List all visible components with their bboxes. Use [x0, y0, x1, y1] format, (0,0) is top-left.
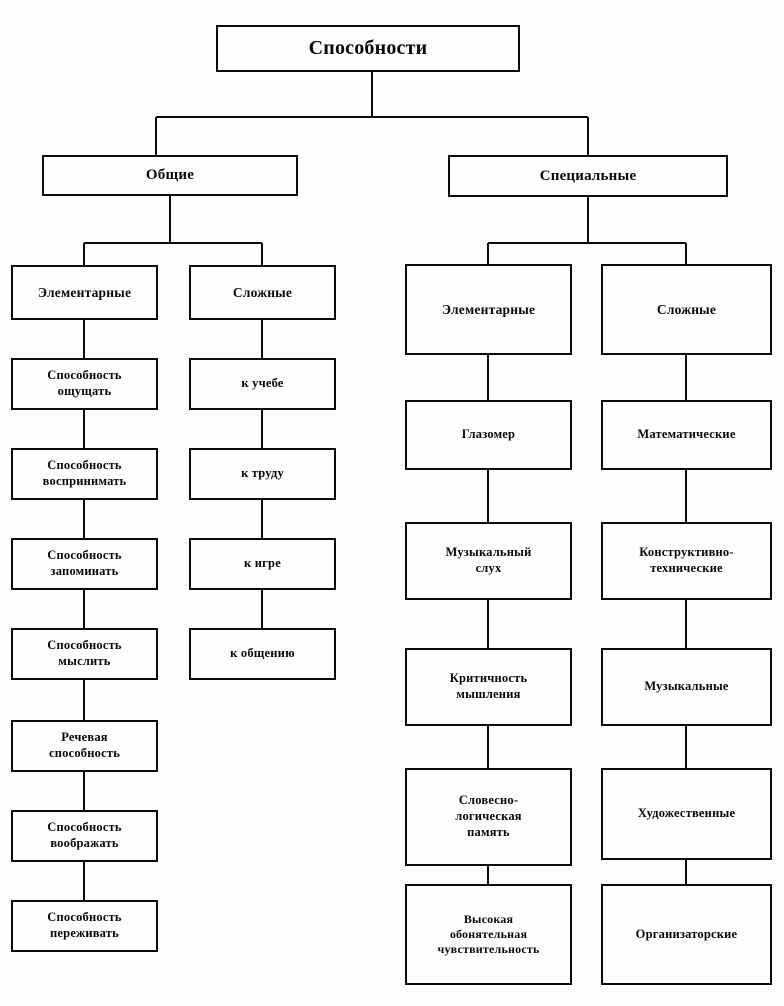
- node-category-special-elementary[interactable]: Элементарные: [405, 264, 572, 355]
- node-label: Способность переживать: [47, 910, 122, 940]
- node-label: Художественные: [637, 806, 736, 821]
- node-label: Элементарные: [441, 302, 536, 317]
- list-item[interactable]: Музыкальные: [601, 648, 772, 726]
- list-item[interactable]: Конструктивно- технические: [601, 522, 772, 600]
- list-item[interactable]: Музыкальный слух: [405, 522, 572, 600]
- list-item[interactable]: Способность воображать: [11, 810, 158, 862]
- node-label: Способность запоминать: [47, 548, 122, 578]
- node-category-general-complex[interactable]: Сложные: [189, 265, 336, 320]
- node-label: Речевая способность: [49, 730, 120, 760]
- list-item[interactable]: к игре: [189, 538, 336, 590]
- node-label: Способность ощущать: [47, 368, 122, 398]
- list-item[interactable]: Организаторские: [601, 884, 772, 985]
- list-item[interactable]: к учебе: [189, 358, 336, 410]
- node-label: Организаторские: [635, 926, 738, 941]
- list-item[interactable]: Способность ощущать: [11, 358, 158, 410]
- node-label: Специальные: [539, 167, 637, 184]
- node-category-special-complex[interactable]: Сложные: [601, 264, 772, 355]
- node-label: к труду: [241, 466, 284, 481]
- node-label: Музыкальные: [644, 679, 729, 694]
- node-label: к общению: [230, 646, 295, 661]
- node-root-abilities[interactable]: Способности: [216, 25, 520, 72]
- node-label: Сложные: [232, 285, 293, 300]
- node-branch-general[interactable]: Общие: [42, 155, 298, 196]
- node-label: Способности: [308, 36, 428, 59]
- node-label: Способность воображать: [47, 820, 122, 850]
- node-label: Способность мыслить: [47, 638, 122, 668]
- list-item[interactable]: Способность мыслить: [11, 628, 158, 680]
- node-label: Элементарные: [37, 285, 132, 300]
- list-item[interactable]: Высокая обонятельная чувствительность: [405, 884, 572, 985]
- list-item[interactable]: Глазомер: [405, 400, 572, 470]
- node-label: к игре: [244, 556, 281, 571]
- list-item[interactable]: к труду: [189, 448, 336, 500]
- list-item[interactable]: Способность воспринимать: [11, 448, 158, 500]
- node-label: Математические: [637, 427, 736, 442]
- list-item[interactable]: Речевая способность: [11, 720, 158, 772]
- list-item[interactable]: Математические: [601, 400, 772, 470]
- node-category-general-elementary[interactable]: Элементарные: [11, 265, 158, 320]
- node-label: Сложные: [656, 302, 717, 317]
- node-label: Способность воспринимать: [42, 458, 127, 488]
- node-label: Словесно- логическая память: [455, 793, 522, 839]
- list-item[interactable]: Способность переживать: [11, 900, 158, 952]
- list-item[interactable]: Словесно- логическая память: [405, 768, 572, 866]
- node-branch-special[interactable]: Специальные: [448, 155, 728, 197]
- list-item[interactable]: Способность запоминать: [11, 538, 158, 590]
- node-label: к учебе: [241, 376, 284, 391]
- list-item[interactable]: Критичность мышления: [405, 648, 572, 726]
- node-label: Общие: [145, 167, 195, 184]
- list-item[interactable]: Художественные: [601, 768, 772, 860]
- list-item[interactable]: к общению: [189, 628, 336, 680]
- node-label: Конструктивно- технические: [639, 545, 734, 575]
- node-label: Музыкальный слух: [445, 545, 532, 575]
- node-label: Высокая обонятельная чувствительность: [437, 911, 540, 957]
- node-label: Глазомер: [461, 427, 516, 442]
- node-label: Критичность мышления: [449, 671, 528, 701]
